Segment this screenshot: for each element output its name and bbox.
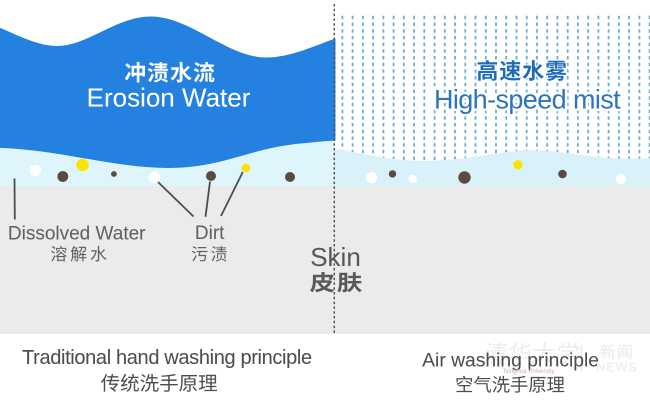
svg-text:Air washing principle: Air washing principle xyxy=(422,350,599,371)
svg-text:Dirt: Dirt xyxy=(195,223,225,244)
svg-text:NEWS: NEWS xyxy=(596,361,638,375)
svg-text:Traditional hand washing princ: Traditional hand washing principle xyxy=(22,347,312,369)
svg-text:Dissolved Water: Dissolved Water xyxy=(8,224,146,245)
svg-text:Tsinghua University: Tsinghua University xyxy=(502,369,554,375)
svg-text:Skin: Skin xyxy=(310,242,361,272)
svg-text:Erosion Water: Erosion Water xyxy=(87,83,251,113)
svg-text:High-speed mist: High-speed mist xyxy=(434,85,621,115)
